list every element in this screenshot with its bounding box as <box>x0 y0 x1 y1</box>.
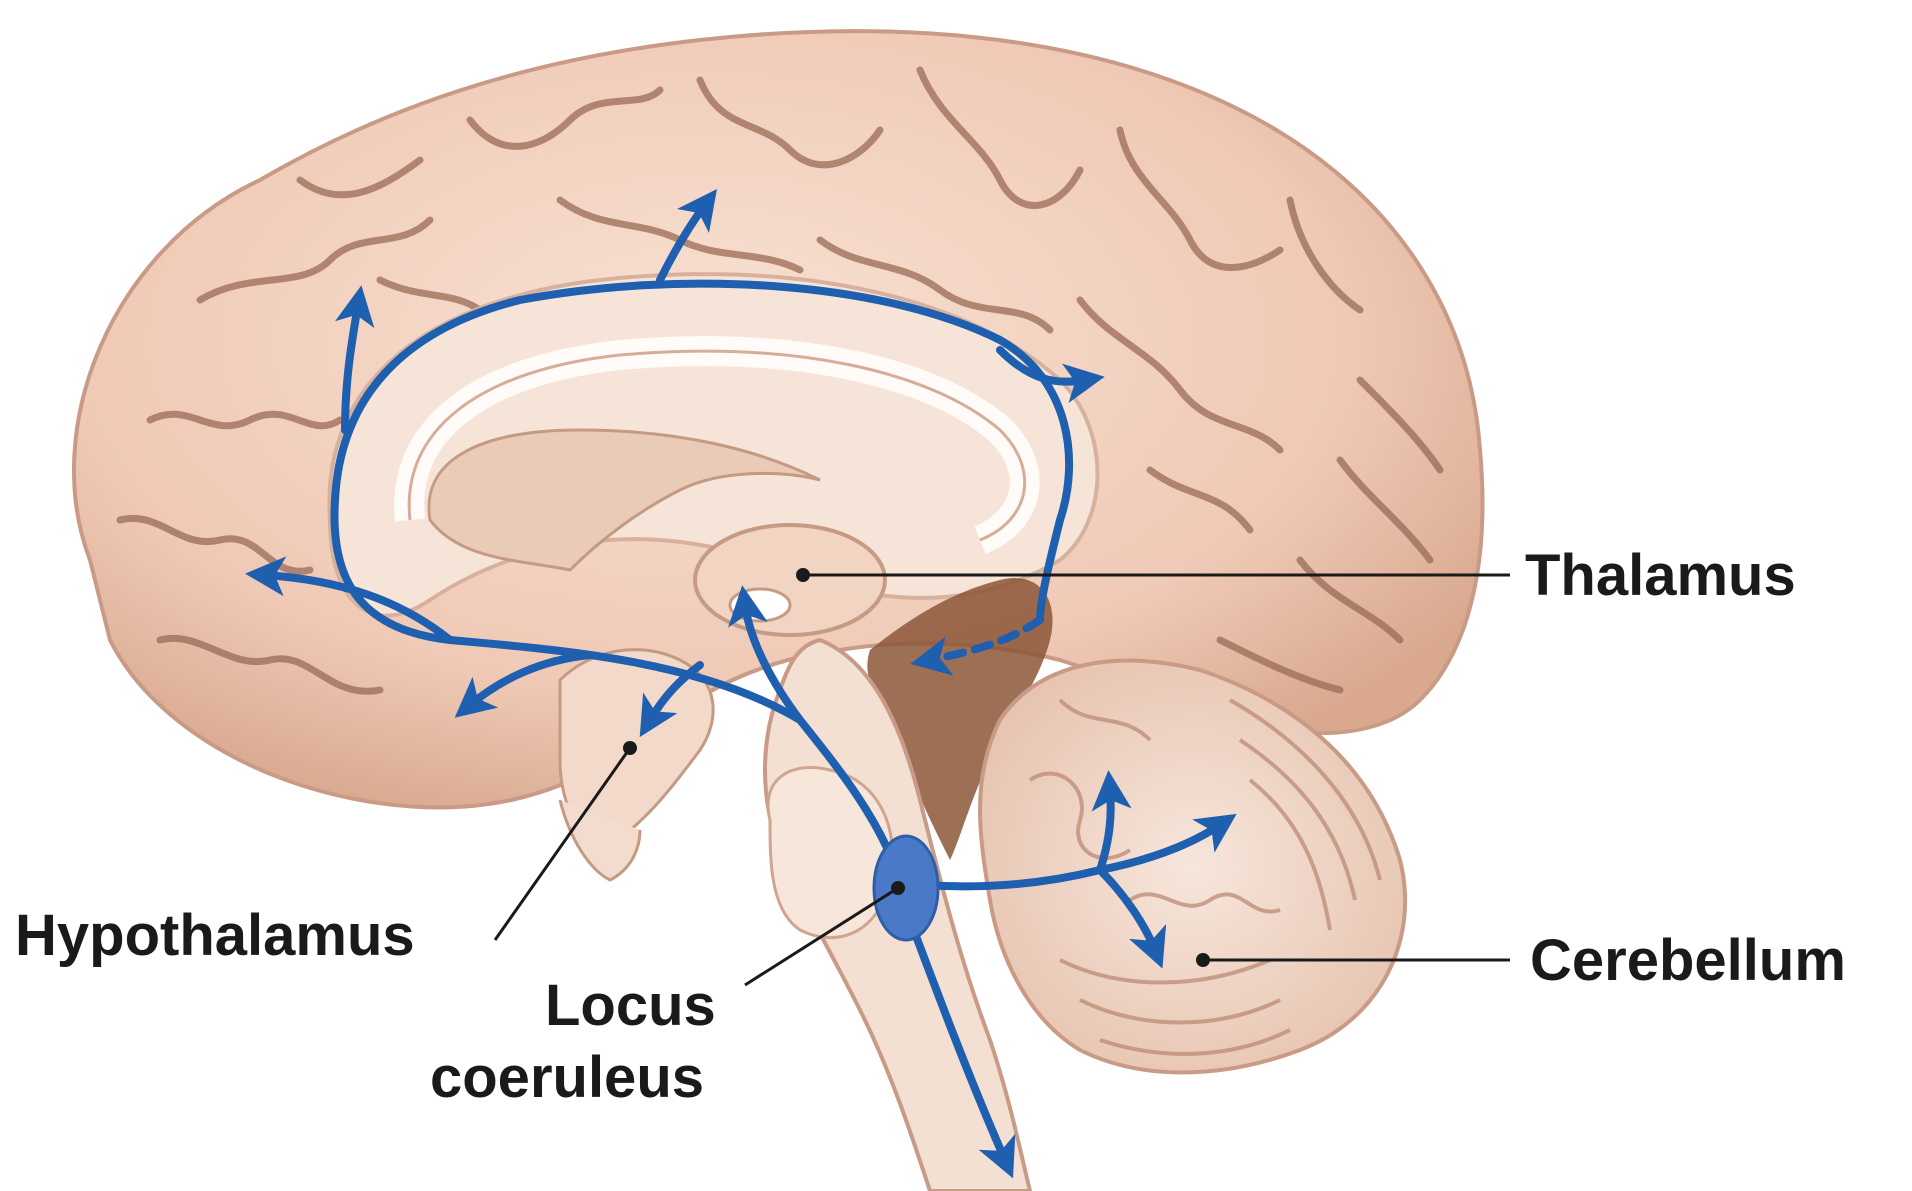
label-locus-line1: Locus <box>545 973 716 1038</box>
locus-coeruleus-nucleus <box>874 836 938 940</box>
hypothalamus <box>560 650 713 880</box>
label-hypothalamus: Hypothalamus <box>15 903 415 968</box>
thalamus <box>695 525 885 635</box>
label-cerebellum: Cerebellum <box>1530 928 1846 993</box>
label-thalamus: Thalamus <box>1525 543 1796 608</box>
label-locus-line2: coeruleus <box>430 1045 704 1110</box>
